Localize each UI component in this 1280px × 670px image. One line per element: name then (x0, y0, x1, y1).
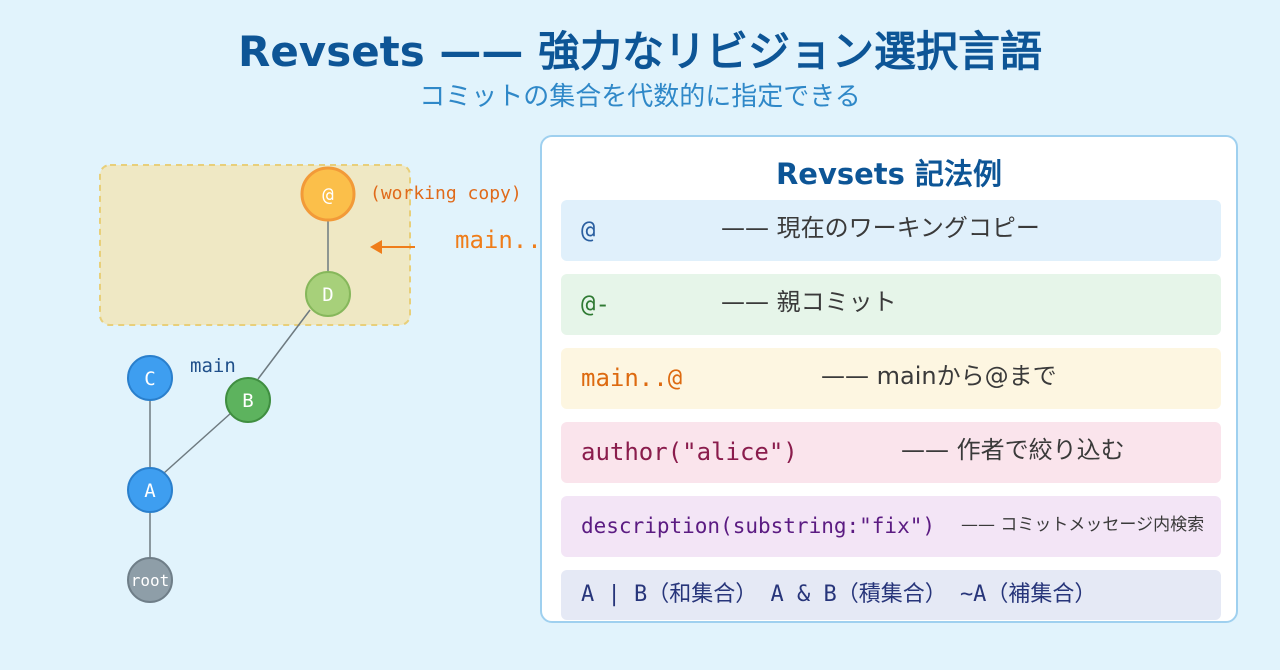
example-expr: A | B（和集合） A & B（積集合） ~A（補集合） (581, 582, 1097, 607)
commit-node-B[interactable]: B (225, 377, 271, 423)
example-desc: —— 現在のワーキングコピー (721, 214, 1040, 242)
range-label: main..@ (455, 226, 540, 254)
commit-node-at-label: @ (322, 184, 333, 206)
commit-node-at[interactable]: @ (300, 166, 356, 222)
example-row-range: main..@ —— mainから@まで (561, 348, 1221, 409)
example-expr: author("alice") (581, 438, 798, 466)
range-arrow (370, 240, 415, 254)
example-expr: main..@ (581, 364, 683, 392)
bookmark-main-label: main (190, 355, 236, 377)
range-highlight (99, 164, 411, 326)
example-expr: description(substring:"fix") (581, 514, 936, 538)
example-expr: @- (581, 290, 610, 318)
example-row-description: description(substring:"fix") —— コミットメッセー… (561, 496, 1221, 557)
example-desc: —— mainから@まで (821, 362, 1057, 390)
page-subtitle: コミットの集合を代数的に指定できる (419, 82, 861, 112)
example-expr: @ (581, 216, 596, 244)
example-row-author: author("alice") —— 作者で絞り込む (561, 422, 1221, 483)
edge-B-A (163, 412, 232, 474)
commit-node-D[interactable]: D (305, 271, 351, 317)
panel-title: Revsets 記法例 (775, 157, 1003, 191)
example-row-current: @ —— 現在のワーキングコピー (561, 200, 1221, 261)
commit-node-B-label: B (242, 390, 253, 412)
commit-node-C[interactable]: C (127, 355, 173, 401)
page-title: Revsets —— 強力なリビジョン選択言語 (237, 27, 1042, 76)
example-desc: —— 親コミット (721, 288, 897, 316)
example-row-set-operators: A | B（和集合） A & B（積集合） ~A（補集合） (561, 570, 1221, 620)
example-desc: —— 作者で絞り込む (901, 436, 1125, 464)
commit-node-A-label: A (144, 480, 156, 502)
commit-node-C-label: C (144, 368, 155, 390)
working-copy-label: (working copy) (370, 183, 522, 204)
commit-node-root[interactable]: root (127, 557, 173, 603)
edge-D-B (257, 309, 311, 380)
example-desc: —— コミットメッセージ内検索 (961, 515, 1205, 535)
revsets-examples-panel: Revsets 記法例 @ —— 現在のワーキングコピー @- —— 親コミット… (540, 135, 1238, 623)
commit-node-root-label: root (131, 571, 170, 590)
commit-node-A[interactable]: A (127, 467, 173, 513)
commit-node-D-label: D (322, 284, 333, 306)
commit-graph: @ D B C A root (working copy) main main.… (99, 164, 540, 603)
example-row-parent: @- —— 親コミット (561, 274, 1221, 335)
